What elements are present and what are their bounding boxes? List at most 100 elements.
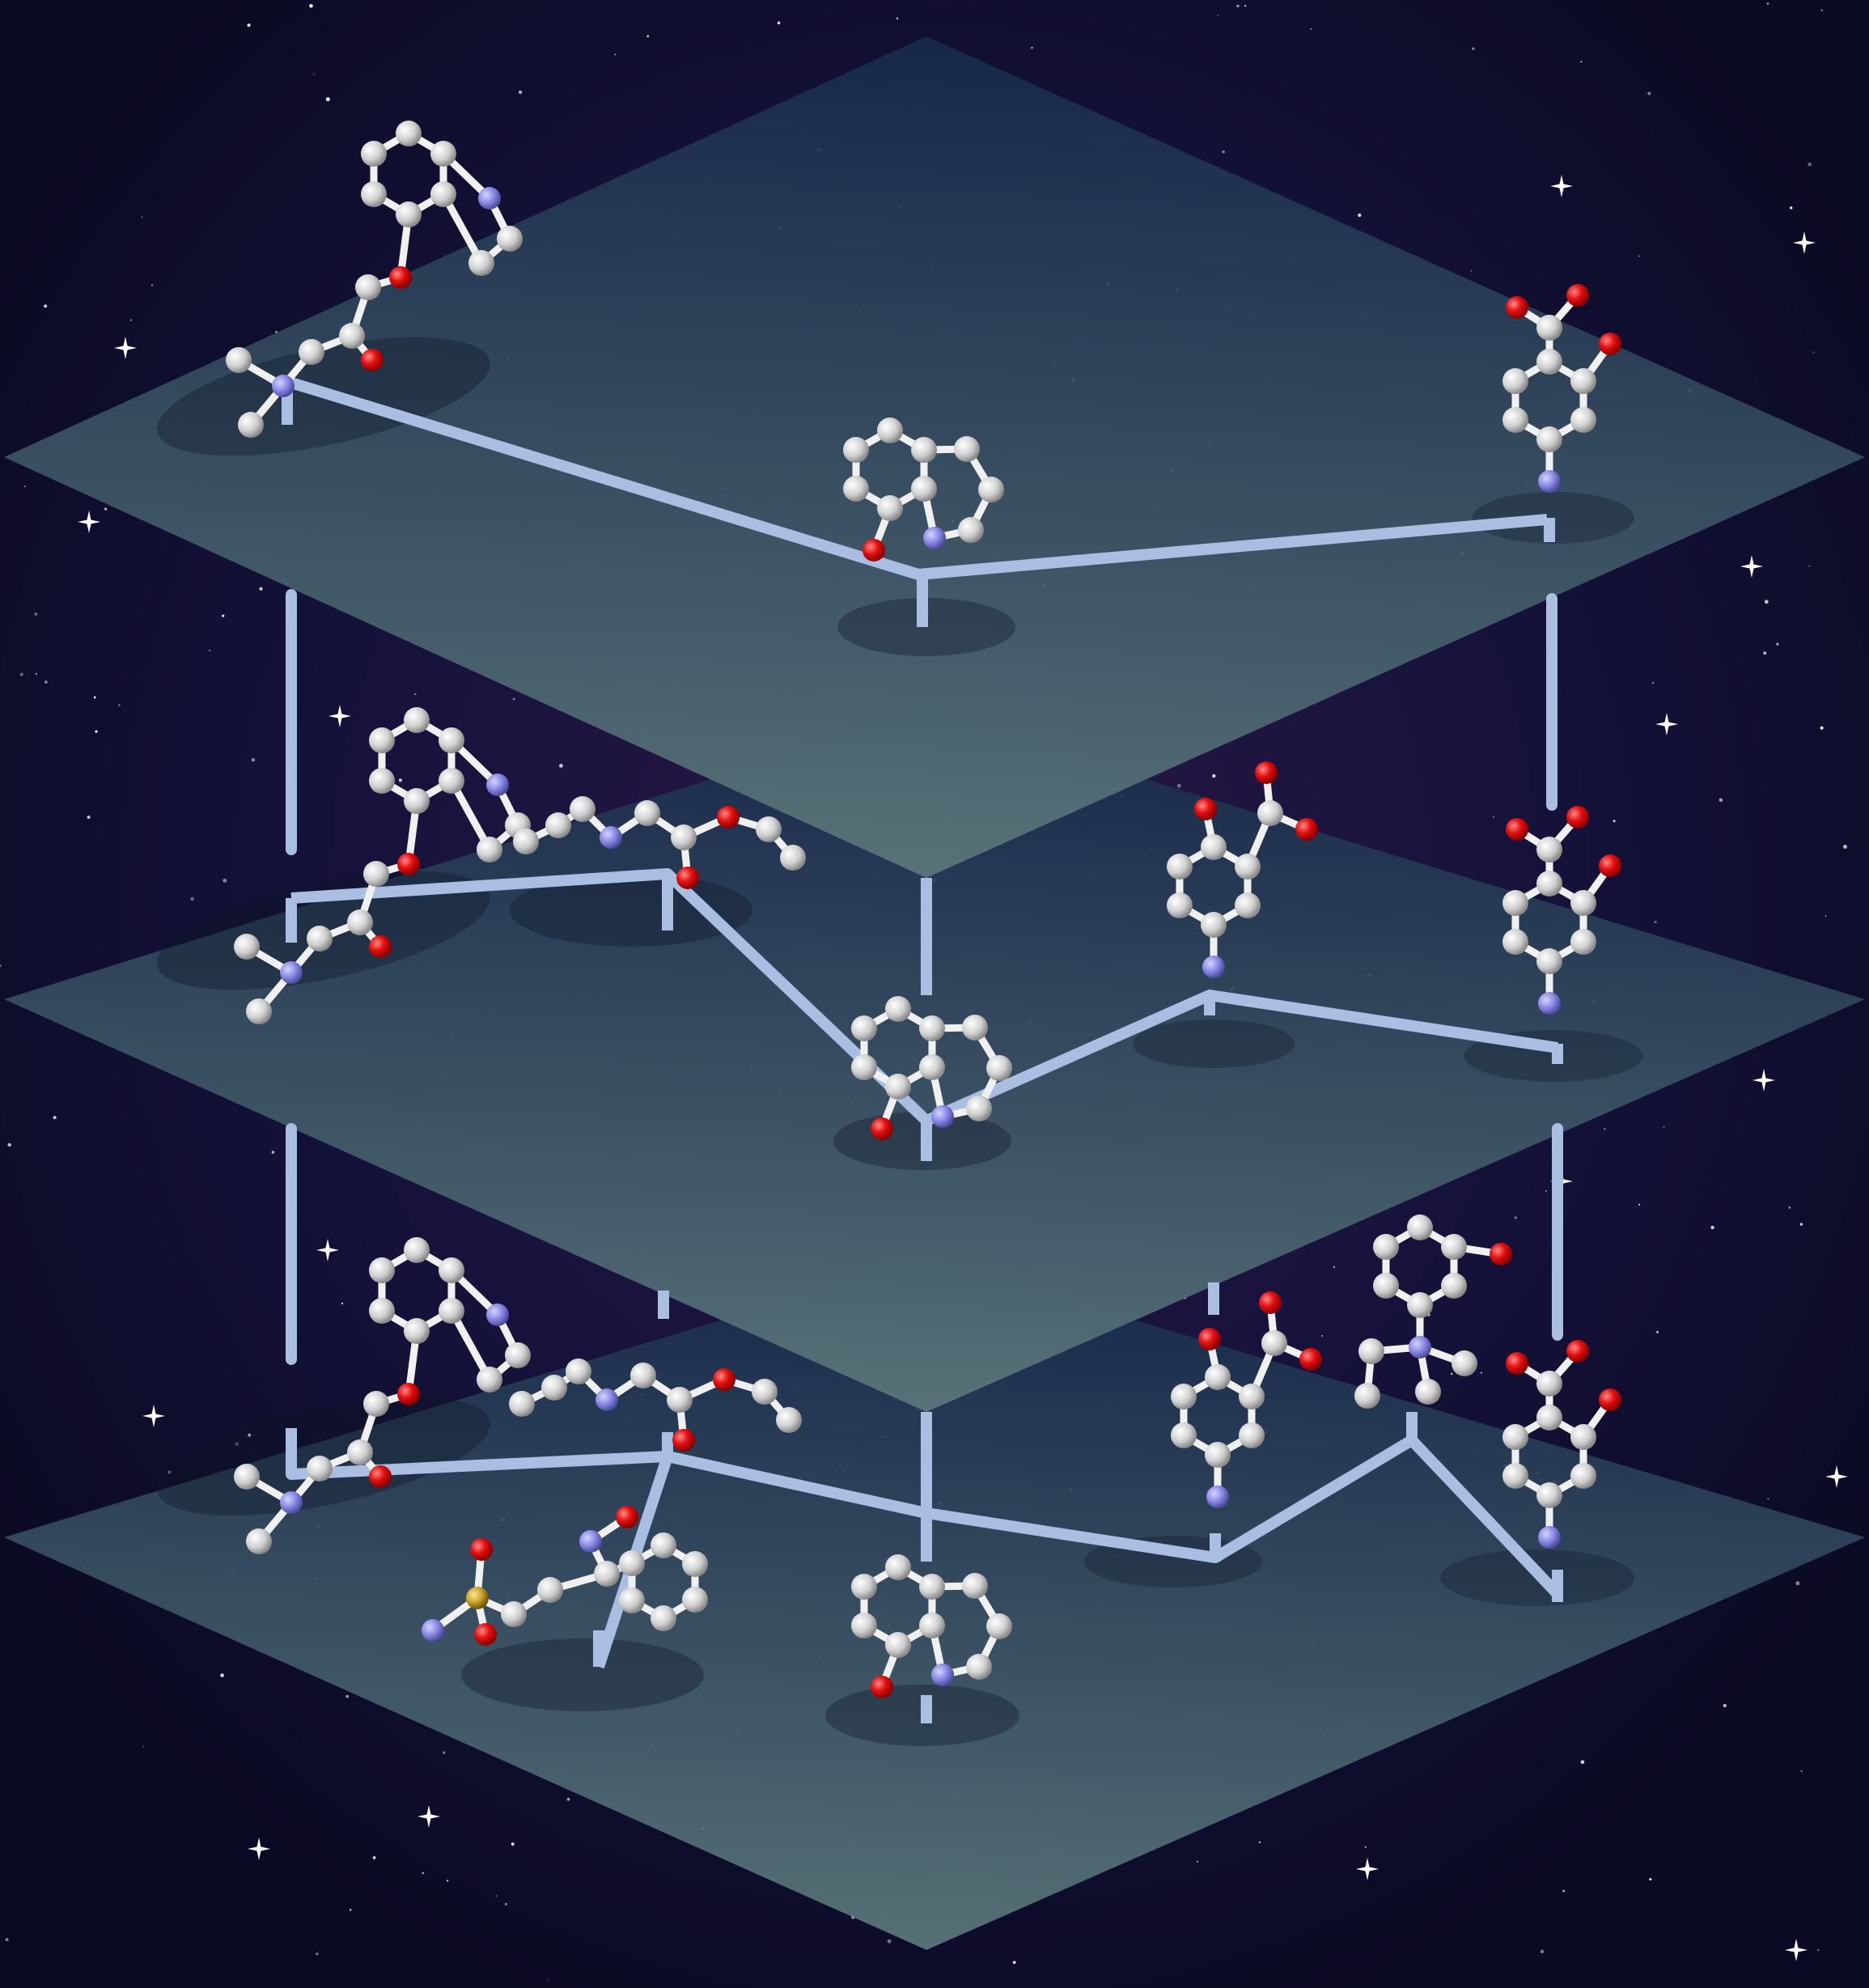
star <box>896 17 899 19</box>
atom <box>986 1613 1012 1639</box>
star <box>5 1938 9 1942</box>
atom <box>1415 1379 1441 1405</box>
aminosalicylic-acid-molecule <box>1502 284 1621 493</box>
star <box>1244 4 1247 7</box>
atom <box>862 539 885 562</box>
star <box>1321 1335 1324 1337</box>
atom <box>477 1367 502 1392</box>
star <box>271 1151 275 1154</box>
atom <box>439 1257 464 1283</box>
indole-ether-molecule <box>234 707 531 1024</box>
atom <box>651 1532 676 1558</box>
atom <box>404 707 430 733</box>
star <box>1196 1860 1198 1863</box>
star <box>316 1952 319 1956</box>
atom <box>911 437 937 463</box>
sparkle-star <box>1785 1939 1808 1961</box>
star <box>53 1116 57 1120</box>
star <box>1333 1265 1336 1269</box>
star <box>1451 1372 1453 1375</box>
atom <box>234 1464 260 1490</box>
atom <box>1536 948 1562 974</box>
star <box>341 1302 344 1305</box>
atom <box>363 1391 389 1417</box>
atom <box>1538 1526 1561 1549</box>
star <box>1638 255 1640 257</box>
atom <box>1441 1234 1467 1260</box>
atom <box>1201 912 1227 938</box>
atom <box>307 1456 333 1481</box>
atom <box>497 226 523 252</box>
atom <box>843 476 869 502</box>
star <box>1638 1203 1641 1206</box>
atom <box>919 1574 945 1600</box>
hydroxyindole-molecule <box>851 996 1012 1140</box>
star <box>34 613 38 616</box>
atom <box>885 1554 911 1580</box>
atom <box>470 1538 493 1561</box>
atom <box>396 121 422 146</box>
atom <box>962 1015 988 1041</box>
atom <box>851 1054 877 1080</box>
atom <box>752 1379 778 1405</box>
atom <box>1536 1371 1562 1397</box>
star <box>1790 206 1793 210</box>
star <box>350 1909 352 1911</box>
star <box>518 90 523 95</box>
star <box>1258 1841 1261 1843</box>
aminophthalic-acid-molecule <box>1167 761 1318 978</box>
star <box>1656 1331 1659 1333</box>
atom <box>474 1623 497 1646</box>
atom <box>1599 333 1621 355</box>
atom <box>919 1613 945 1638</box>
star <box>511 1842 515 1846</box>
star <box>1766 2 1769 5</box>
atom <box>477 837 502 863</box>
atom <box>478 187 501 210</box>
sparkle-star <box>316 1239 339 1261</box>
atom <box>1295 818 1318 841</box>
atom <box>1536 349 1562 375</box>
atom <box>486 774 509 796</box>
star <box>1767 1498 1769 1500</box>
sparkle-star <box>1825 1465 1848 1488</box>
star <box>1799 1223 1803 1226</box>
aminophthalic-acid-molecule <box>1171 1291 1322 1508</box>
atom <box>885 996 911 1022</box>
atom <box>1490 1243 1512 1265</box>
atom <box>1407 1214 1433 1240</box>
star <box>95 730 98 733</box>
star <box>1723 1703 1727 1708</box>
star <box>1808 163 1812 167</box>
atom <box>1441 1273 1467 1299</box>
star <box>1654 921 1657 924</box>
star <box>118 704 121 706</box>
atom <box>1358 1338 1384 1364</box>
atom <box>978 477 1004 502</box>
star <box>247 23 251 28</box>
atom <box>1570 1424 1596 1450</box>
star <box>1472 47 1475 50</box>
atom <box>466 1587 489 1609</box>
atom <box>361 181 387 207</box>
star <box>1012 1960 1016 1965</box>
atom <box>1536 1482 1562 1508</box>
star <box>887 1939 892 1943</box>
atom <box>885 1074 911 1100</box>
atom <box>389 266 412 289</box>
molecule-layer <box>226 121 1621 1698</box>
atom <box>756 816 782 842</box>
star <box>504 1902 507 1905</box>
atom <box>1198 1328 1221 1350</box>
atom <box>513 829 539 854</box>
atom <box>1570 407 1596 433</box>
atom <box>1171 1422 1197 1448</box>
star <box>414 693 417 696</box>
atom <box>1261 1330 1287 1356</box>
sparkle-star <box>1655 713 1678 735</box>
atom <box>600 826 622 849</box>
star <box>142 1745 145 1748</box>
star <box>1545 1190 1547 1192</box>
atom <box>616 1506 638 1528</box>
